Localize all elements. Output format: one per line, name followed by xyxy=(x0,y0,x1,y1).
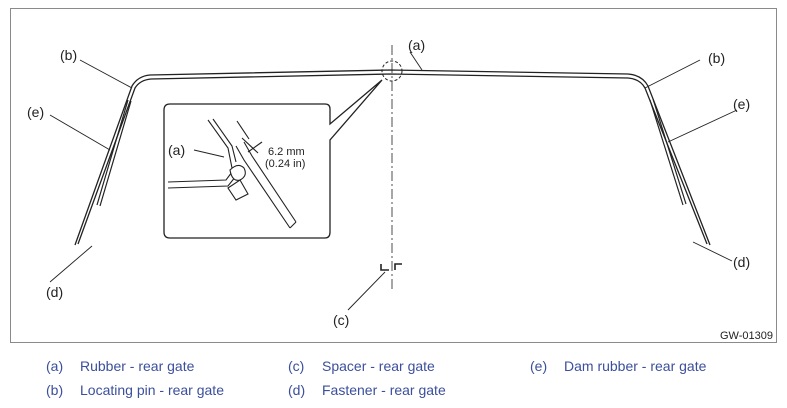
detail-marker xyxy=(381,60,403,82)
legend-item-e: (e)Dam rubber - rear gate xyxy=(530,358,707,374)
label-d-right: (d) xyxy=(733,254,750,270)
rear-gate-diagram: (a) (b) (b) (e) (e) (d) (d) (c) (a) 6.2 … xyxy=(27,37,750,328)
figure-frame xyxy=(10,8,777,343)
spacer-symbol xyxy=(380,263,402,271)
dam-rubber-right xyxy=(649,98,687,206)
legend-item-b: (b)Locating pin - rear gate xyxy=(46,382,224,398)
label-b-left: (b) xyxy=(60,47,77,63)
label-a-detail: (a) xyxy=(168,142,185,158)
label-a-top: (a) xyxy=(408,37,425,53)
legend-item-d: (d)Fastener - rear gate xyxy=(288,382,446,398)
label-e-left: (e) xyxy=(27,104,44,120)
figure-id: GW-01309 xyxy=(720,330,773,342)
measure-in: (0.24 in) xyxy=(265,158,305,170)
label-d-left: (d) xyxy=(46,284,63,300)
leader-lines xyxy=(49,51,738,311)
measure-mm: 6.2 mm xyxy=(268,146,305,158)
detail-drawing xyxy=(167,118,297,229)
legend: (a)Rubber - rear gate (b)Locating pin - … xyxy=(0,356,787,408)
detail-callout xyxy=(163,79,383,239)
rubber-outline xyxy=(74,69,711,246)
label-c: (c) xyxy=(333,312,349,328)
dam-rubber-left xyxy=(96,99,132,207)
label-e-right: (e) xyxy=(733,96,750,112)
legend-item-a: (a)Rubber - rear gate xyxy=(46,358,195,374)
label-b-right: (b) xyxy=(708,50,725,66)
legend-item-c: (c)Spacer - rear gate xyxy=(288,358,435,374)
